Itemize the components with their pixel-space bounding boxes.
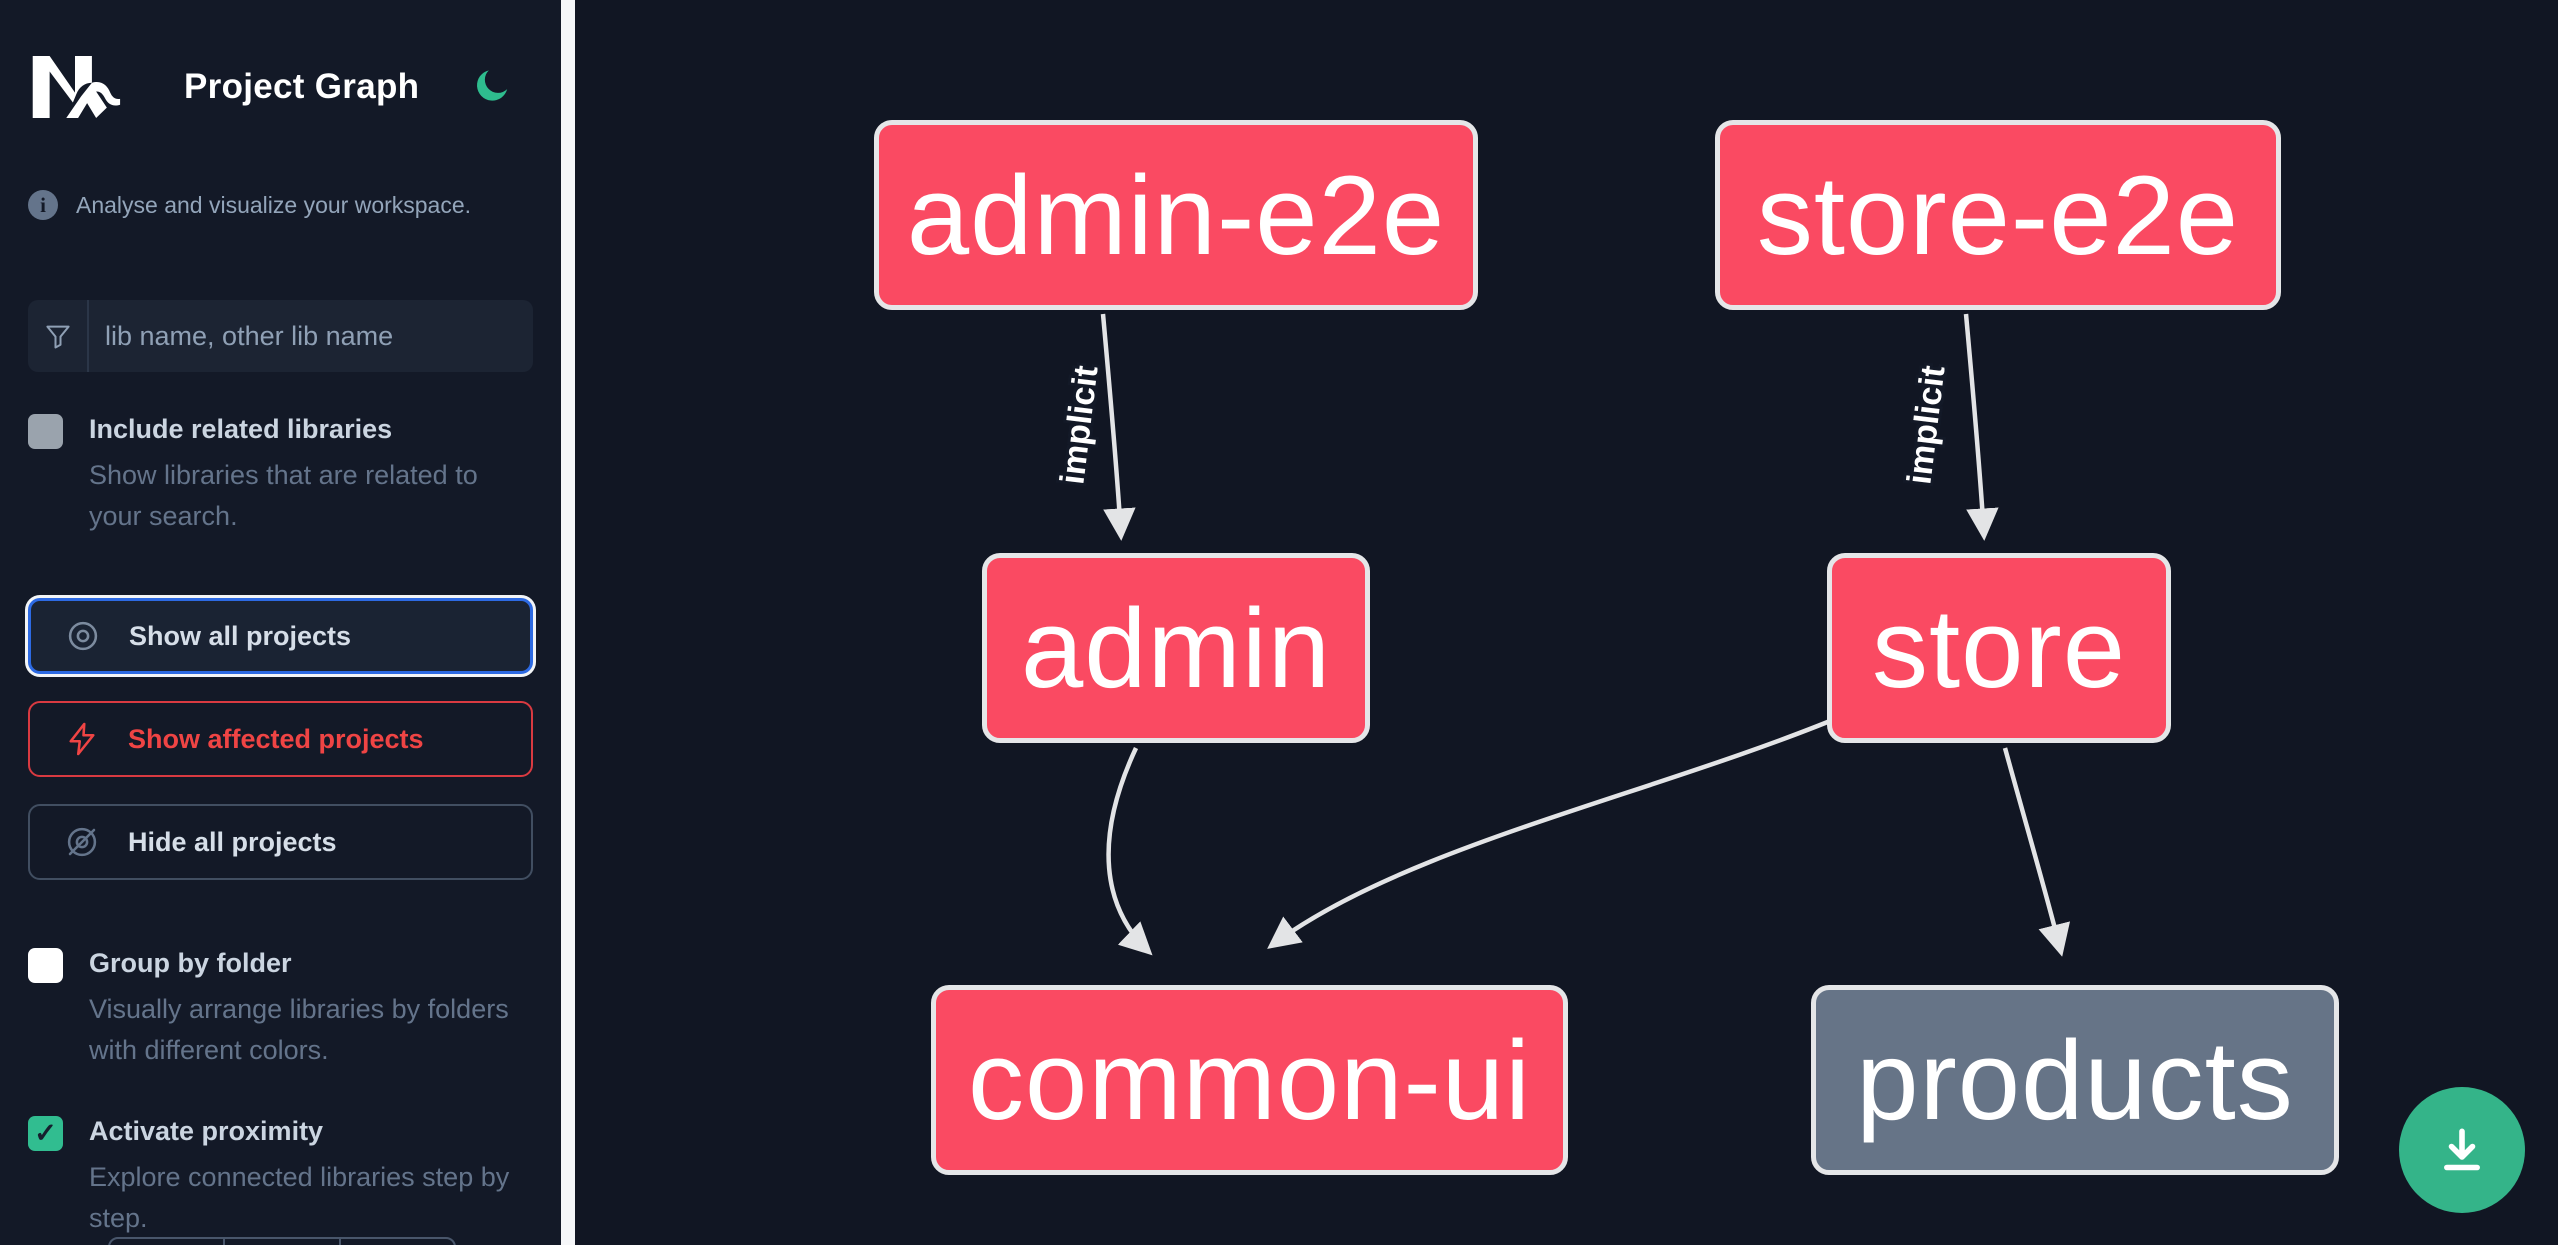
info-icon: i [28,190,58,220]
edge-store-to-products [2002,747,2071,957]
page-title: Project Graph [184,67,420,106]
option-include-related: Include related libraries Show libraries… [0,412,561,536]
edge-admin-e2e-to-admin [1100,313,1136,541]
search-box [28,300,533,372]
edge-store-to-common-ui [1267,709,1853,949]
show-all-projects-label: Show all projects [129,620,352,651]
include-related-label: Include related libraries [89,414,393,444]
option-group-by-folder: Group by folder Visually arrange librari… [0,946,561,1070]
proximity-depth-stepper[interactable] [108,1237,456,1245]
group-by-folder-checkbox[interactable] [28,948,63,984]
sidebar-separator[interactable] [561,0,575,1245]
graph-node-admin[interactable]: admin [982,553,1370,743]
activate-proximity-label: Activate proximity [89,1116,324,1147]
eye-slash-icon [67,827,97,857]
include-related-description: Show libraries that are related to your … [89,460,478,531]
proximity-decrement-button[interactable] [110,1239,226,1245]
hide-all-projects-button[interactable]: Hide all projects [28,804,533,881]
project-actions: Show all projects Show affected projects… [0,598,561,881]
intro-text: Analyse and visualize your workspace. [76,191,472,218]
filter-input[interactable] [89,300,533,372]
show-affected-projects-label: Show affected projects [128,723,424,754]
graph-node-store[interactable]: store [1827,553,2171,743]
graph-node-products[interactable]: products [1811,985,2339,1175]
show-affected-projects-button[interactable]: Show affected projects [28,701,533,778]
graph-edges [1100,313,2071,957]
graph-node-admin-e2e[interactable]: admin-e2e [874,120,1478,310]
edge-admin-to-common-ui [1106,747,1153,956]
option-activate-proximity: Activate proximity Explore connected lib… [0,1114,561,1238]
download-icon [2444,1128,2480,1171]
edge-store-e2e-to-store [1963,313,1999,541]
nx-logo [32,56,121,118]
graph-node-store-e2e[interactable]: store-e2e [1715,120,2281,310]
bolt-icon [69,722,95,756]
moon-icon[interactable] [473,65,513,105]
group-by-folder-label: Group by folder [89,948,292,979]
graph-canvas[interactable]: admin-e2e store-e2e admin store common-ui pro… [575,0,2558,1245]
activate-proximity-description: Explore connected libraries step by step… [89,1162,510,1233]
hide-all-projects-label: Hide all projects [128,826,337,857]
group-by-folder-description: Visually arrange libraries by folders wi… [89,994,509,1065]
include-related-checkbox[interactable] [28,414,63,449]
intro-row: i Analyse and visualize your workspace. [0,190,561,220]
sidebar-header: Project Graph [0,0,561,118]
eye-icon [68,621,98,651]
proximity-increment-button[interactable] [341,1239,454,1245]
proximity-depth-value [225,1239,341,1245]
sidebar: Project Graph i Analyse and visualize yo… [0,0,561,1245]
activate-proximity-checkbox[interactable] [28,1116,63,1152]
graph-node-common-ui[interactable]: common-ui [931,985,1568,1175]
show-all-projects-button[interactable]: Show all projects [28,598,533,675]
funnel-icon [28,300,89,372]
download-graph-button[interactable] [2399,1087,2525,1213]
